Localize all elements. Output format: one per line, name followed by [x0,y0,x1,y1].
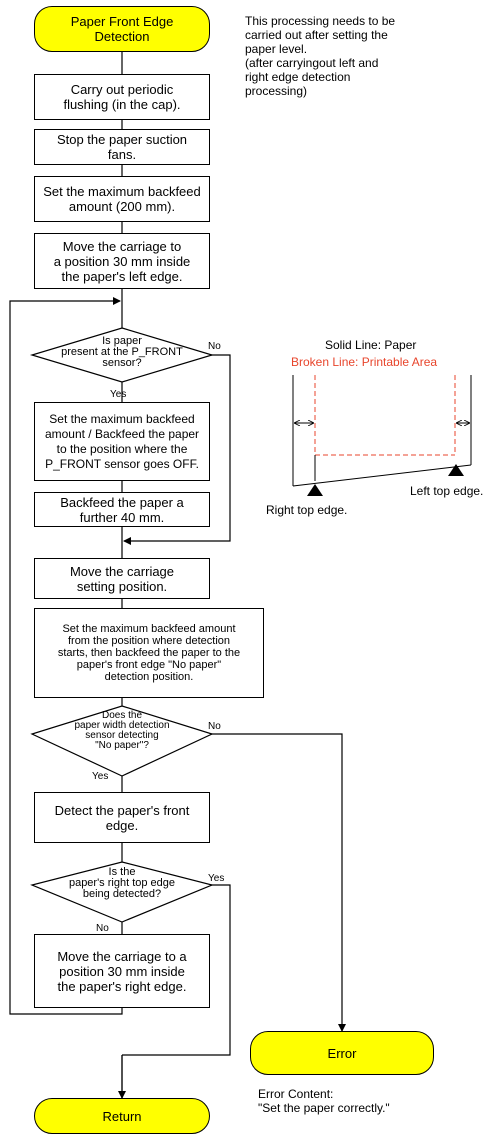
processing-note: This processing needs to be carried out … [245,14,445,98]
decision-p-front [29,327,215,383]
legend-solid-line: Solid Line: Paper [325,338,417,352]
return-terminal: Return [34,1098,210,1134]
label-right-top-edge: Right top edge. [266,503,348,517]
legend-broken-line: Broken Line: Printable Area [291,355,438,369]
note-line: (after carryingout left and [245,56,379,70]
note-line: carried out after setting the [245,28,388,42]
note-line: This processing needs to be [245,14,396,28]
label-yes: Yes [110,389,127,400]
start-label-line1: Paper Front Edge [70,14,174,29]
label-no: No [208,341,221,352]
note-line: right edge detection [245,70,351,84]
paper-diagram [292,375,472,496]
error-content-note: Error Content:"Set the paper correctly." [258,1087,390,1115]
note-line: processing) [245,84,308,98]
note-line: paper level. [245,42,308,56]
label-yes: Yes [92,771,109,782]
label-left-top-edge: Left top edge. [410,484,484,498]
error-terminal: Error [250,1031,434,1075]
label-yes: Yes [208,873,225,884]
decision-width-sensor [30,705,214,777]
label-no: No [208,721,221,732]
label-no: No [96,923,109,934]
start-label-line2: Detection [94,29,150,44]
decision-right-edge [30,861,214,923]
